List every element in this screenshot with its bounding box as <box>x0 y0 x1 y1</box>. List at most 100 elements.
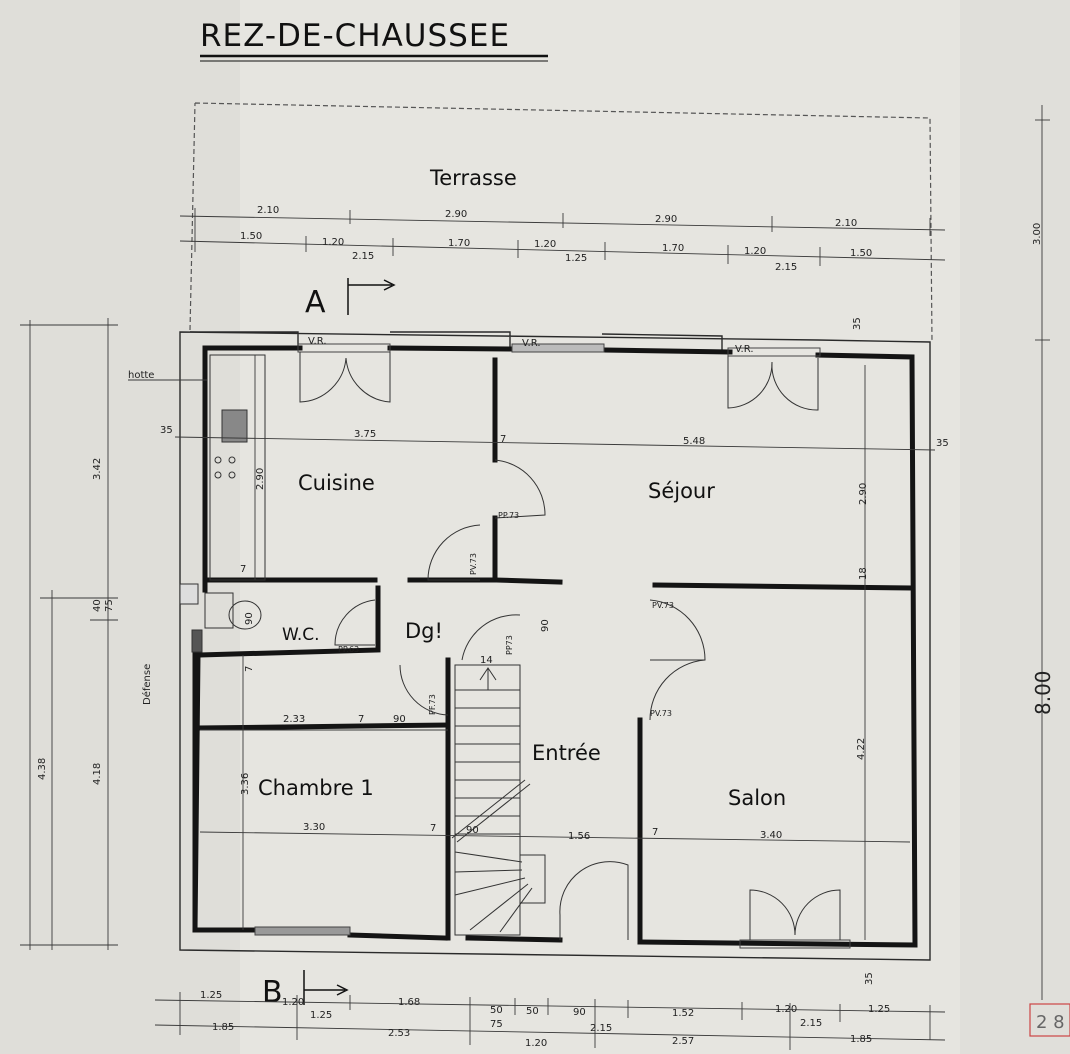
dim-top2-5: 1.25 <box>565 253 587 264</box>
dim-top2-7: 1.20 <box>744 246 766 257</box>
dim-wall-35-left: 35 <box>160 425 173 436</box>
door-label-pp63: PP.63 <box>338 645 359 654</box>
dim-total-depth: 8.00 <box>1031 670 1055 715</box>
interior-walls <box>195 357 913 945</box>
outer-wall <box>179 331 931 961</box>
dim-left-342: 3.42 <box>92 458 103 480</box>
kitchen-counter <box>209 354 266 581</box>
sheet-number: 2 8 <box>1036 1012 1065 1033</box>
staircase <box>451 664 546 936</box>
dim-left-438: 4.38 <box>37 758 48 780</box>
dim-bot1-4: 50 <box>526 1006 539 1017</box>
window-label-2: V.R. <box>522 338 541 349</box>
door-label-pf73: PF.73 <box>428 694 437 715</box>
dim-bot1-3: 50 <box>490 1005 503 1016</box>
dim-bot1-8: 1.25 <box>868 1004 890 1015</box>
dim-top2-3: 1.70 <box>448 238 470 249</box>
dim-left-40: 40 <box>92 599 103 612</box>
room-label-dg: Dg! <box>405 619 443 643</box>
dim-top2-4: 1.20 <box>534 239 556 250</box>
dim-entree-90: 90 <box>466 825 479 836</box>
section-a-arrowhead <box>383 279 396 291</box>
dim-bot2-2: 1.20 <box>525 1038 547 1049</box>
dim-terrace-depth: 3.00 <box>1032 223 1043 245</box>
dim-wall-35-top: 35 <box>852 317 863 330</box>
dim-bot1-0: 1.25 <box>200 990 222 1001</box>
dim-top2-1: 1.20 <box>322 237 344 248</box>
dim-top1-0: 2.10 <box>257 205 279 216</box>
room-label-terrasse: Terrasse <box>429 166 517 190</box>
section-mark-a: A <box>305 285 326 320</box>
window-label-3: V.R. <box>735 344 754 355</box>
dim-top1-2: 2.90 <box>655 214 677 225</box>
dim-bot1b-2: 2.15 <box>590 1023 612 1034</box>
stairs-count: 14 <box>480 655 493 666</box>
dim-dg-90: 90 <box>540 619 551 632</box>
dim-wall-7-a: 7 <box>500 434 506 445</box>
dim-wc-90: 90 <box>244 612 255 625</box>
dim-entree-width: 1.56 <box>568 831 590 842</box>
dim-line-chambre-salon <box>199 831 911 843</box>
dim-salon-width: 3.40 <box>760 830 782 841</box>
dim-top2-9: 1.50 <box>850 248 872 259</box>
sheet-box <box>1029 1003 1070 1037</box>
dim-bot2-4: 1.85 <box>850 1034 872 1045</box>
dim-wall-7-c: 7 <box>244 666 255 672</box>
dim-bot2-0: 1.85 <box>212 1022 234 1033</box>
dim-sejour-18: 18 <box>858 567 869 580</box>
dim-left-75: 75 <box>104 599 115 612</box>
dim-line-top-2 <box>179 240 946 261</box>
dim-ticks-top <box>194 208 931 266</box>
dim-sejour-width: 5.48 <box>683 436 705 447</box>
label-hotte: hotte <box>128 370 154 381</box>
paper-shadow-right <box>960 0 1070 1054</box>
room-label-entree: Entrée <box>532 741 601 765</box>
dim-bot1b-1: 75 <box>490 1019 503 1030</box>
dim-left-418: 4.18 <box>92 763 103 785</box>
dim-salon-height: 4.22 <box>856 738 867 760</box>
dim-chambre-width-2: 3.30 <box>303 822 325 833</box>
interior-doors <box>334 459 706 940</box>
dim-top1-3: 2.10 <box>835 218 857 229</box>
room-label-cuisine: Cuisine <box>298 471 375 495</box>
dim-bot1-2: 1.68 <box>398 997 420 1008</box>
dim-chambre-width: 2.33 <box>283 714 305 725</box>
dim-cuisine-height: 2.90 <box>255 468 266 490</box>
dim-line-bottom-1 <box>154 999 946 1013</box>
room-label-wc: W.C. <box>282 625 320 645</box>
dim-wall-7-b: 7 <box>240 564 246 575</box>
dim-bot1-1: 1.25 <box>310 1010 332 1021</box>
dim-line-width-cuisine-sejour <box>174 436 936 451</box>
dim-wall-35-right: 35 <box>936 438 949 449</box>
label-defense: Défense <box>141 664 153 705</box>
dim-chambre-height: 3.36 <box>240 773 251 795</box>
wc-fixtures <box>179 583 262 653</box>
dim-top2-0: 1.50 <box>240 231 262 242</box>
dim-bot2-1: 2.53 <box>388 1028 410 1039</box>
section-mark-b: B <box>262 975 283 1010</box>
dim-bot2-3: 2.57 <box>672 1036 694 1047</box>
dim-bot1-7: 1.20 <box>775 1004 797 1015</box>
dim-top2-8: 2.15 <box>775 262 797 273</box>
door-label-pp73b: PP73 <box>505 635 514 655</box>
room-label-sejour: Séjour <box>648 479 715 503</box>
section-b-arrowhead <box>336 984 349 996</box>
plan-title: REZ-DE-CHAUSSEE <box>200 18 510 54</box>
dim-bot1b-3: 2.15 <box>800 1018 822 1029</box>
dim-line-bottom-2 <box>154 1024 946 1041</box>
dim-top2-6: 1.70 <box>662 243 684 254</box>
window-markers <box>254 343 851 949</box>
paper-shadow-left <box>0 0 240 1054</box>
dim-wall-35-bottom: 35 <box>864 972 875 985</box>
dim-wall-7-f: 7 <box>652 827 658 838</box>
door-label-pv73-b: PV.73 <box>652 601 674 610</box>
window-label-1: V.R. <box>308 336 327 347</box>
door-label-pv73-c: PV.73 <box>650 709 672 718</box>
door-label-pv73-a: PV.73 <box>469 553 478 575</box>
dim-cuisine-width: 3.75 <box>354 429 376 440</box>
window-swings <box>299 352 841 940</box>
room-label-chambre: Chambre 1 <box>258 776 374 800</box>
door-label-pp73: PP.73 <box>498 511 519 520</box>
dim-bot1-5: 90 <box>573 1007 586 1018</box>
